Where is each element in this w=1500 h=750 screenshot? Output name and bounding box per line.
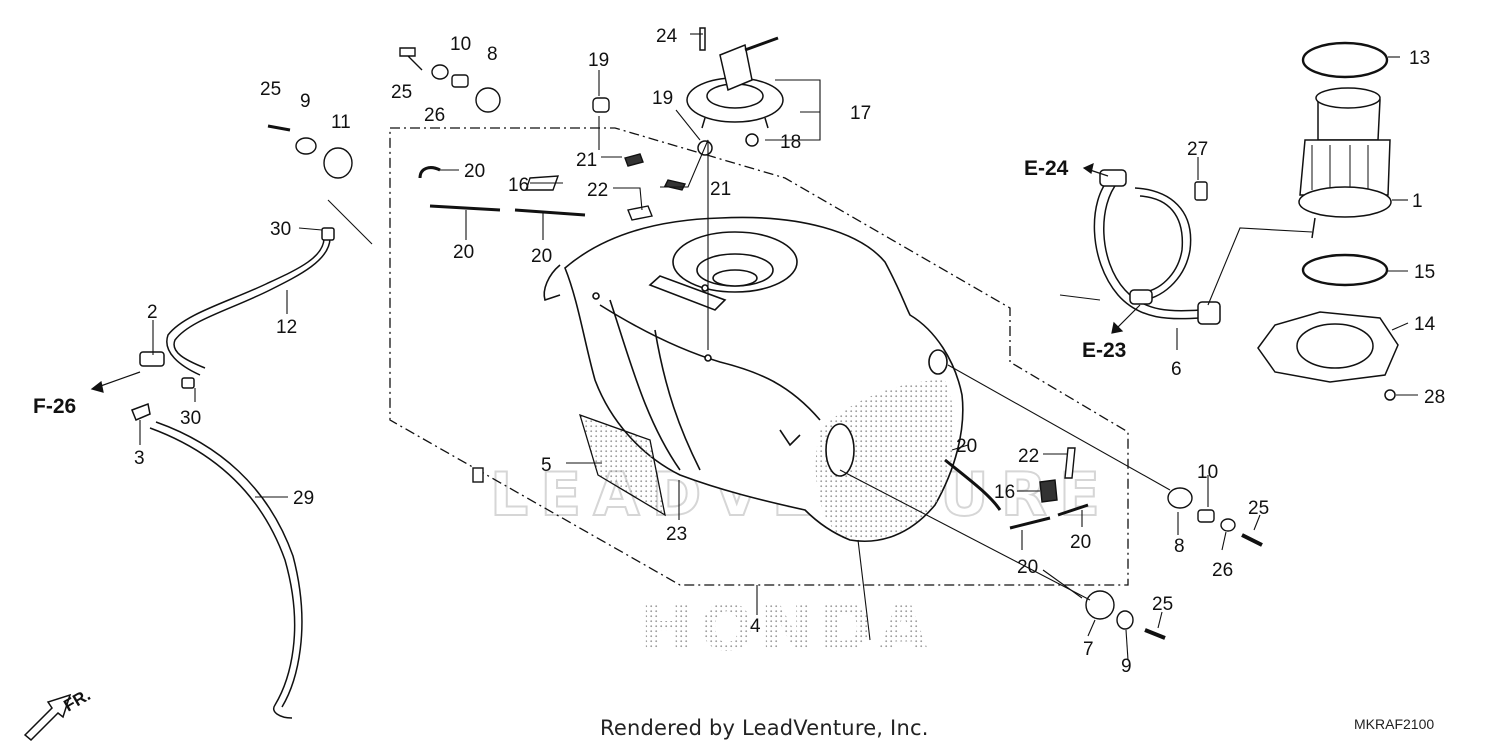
callout-30-bottom[interactable]: 30 <box>180 408 201 429</box>
callout-8-top[interactable]: 8 <box>487 44 498 65</box>
callout-26-top[interactable]: 26 <box>424 105 445 126</box>
callout-20-b[interactable]: 20 <box>453 242 474 263</box>
callout-6[interactable]: 6 <box>1171 359 1182 380</box>
callout-8-right[interactable]: 8 <box>1174 536 1185 557</box>
callout-11[interactable]: 11 <box>331 112 351 133</box>
callout-15[interactable]: 15 <box>1414 262 1435 283</box>
callout-22-left[interactable]: 22 <box>587 180 608 201</box>
ref-f26[interactable]: F-26 <box>33 395 76 418</box>
ref-e23[interactable]: E-23 <box>1082 339 1126 362</box>
callout-19-left[interactable]: 19 <box>588 50 609 71</box>
diagram-code: MKRAF2100 <box>1354 716 1435 732</box>
callout-25-c[interactable]: 25 <box>1248 498 1269 519</box>
cap-seal-18 <box>745 133 759 147</box>
callout-2[interactable]: 2 <box>147 302 158 323</box>
callout-20-e[interactable]: 20 <box>1070 532 1091 553</box>
fuel-tank <box>543 216 964 543</box>
pump-seal-15 <box>1301 253 1389 287</box>
callout-20-f[interactable]: 20 <box>1017 557 1038 578</box>
callout-21-right[interactable]: 21 <box>710 179 731 200</box>
callout-13[interactable]: 13 <box>1409 48 1430 69</box>
callout-16-left[interactable]: 16 <box>508 175 529 196</box>
tank-gasket <box>579 413 666 517</box>
reference-arrows <box>90 162 1141 393</box>
callout-9-bottom[interactable]: 9 <box>1121 656 1132 677</box>
nut-28 <box>1384 389 1396 401</box>
callout-3[interactable]: 3 <box>134 448 145 469</box>
callout-29[interactable]: 29 <box>293 488 314 509</box>
callout-30-top[interactable]: 30 <box>270 219 291 240</box>
part-callouts: 1 2 3 4 5 6 7 8 8 9 9 10 10 11 12 13 14 … <box>134 26 1445 677</box>
callout-5[interactable]: 5 <box>541 455 552 476</box>
callout-25-a[interactable]: 25 <box>260 79 281 100</box>
callout-10-right[interactable]: 10 <box>1197 462 1218 483</box>
render-credit: Rendered by LeadVenture, Inc. <box>600 716 929 740</box>
reference-labels: E-24 E-23 F-26 <box>33 157 1126 418</box>
callout-26-right[interactable]: 26 <box>1212 560 1233 581</box>
callout-28[interactable]: 28 <box>1424 387 1445 408</box>
pump-o-ring-13 <box>1301 41 1389 79</box>
callout-20-a[interactable]: 20 <box>464 161 485 182</box>
ref-e24[interactable]: E-24 <box>1024 157 1069 180</box>
callout-7[interactable]: 7 <box>1083 639 1094 660</box>
assembly-boundary <box>389 127 1129 586</box>
callout-21-left[interactable]: 21 <box>576 150 597 171</box>
callout-19-right[interactable]: 19 <box>652 88 673 109</box>
breather-hoses <box>131 227 335 719</box>
callout-23[interactable]: 23 <box>666 524 687 545</box>
callout-14[interactable]: 14 <box>1414 314 1436 335</box>
callout-18[interactable]: 18 <box>780 132 801 153</box>
fuel-cap-assembly <box>686 27 784 156</box>
watermark-make: HONDA <box>640 592 934 666</box>
callout-25-d[interactable]: 25 <box>1152 594 1173 615</box>
callout-16-right[interactable]: 16 <box>994 482 1015 503</box>
callout-10-top[interactable]: 10 <box>450 34 471 55</box>
callout-12[interactable]: 12 <box>276 317 297 338</box>
front-direction-indicator: FR. <box>23 685 94 742</box>
callout-24[interactable]: 24 <box>656 26 678 47</box>
callout-25-b[interactable]: 25 <box>391 82 412 103</box>
callout-9-top[interactable]: 9 <box>300 91 311 112</box>
leader-lines <box>139 33 1418 661</box>
callout-1[interactable]: 1 <box>1412 191 1423 212</box>
fuel-pump-assembly <box>1257 41 1399 401</box>
callout-22-right[interactable]: 22 <box>1018 446 1039 467</box>
callout-4[interactable]: 4 <box>750 616 761 637</box>
callout-27[interactable]: 27 <box>1187 139 1208 160</box>
callout-20-d[interactable]: 20 <box>956 436 977 457</box>
callout-17[interactable]: 17 <box>850 103 871 124</box>
callout-20-c[interactable]: 20 <box>531 246 552 267</box>
